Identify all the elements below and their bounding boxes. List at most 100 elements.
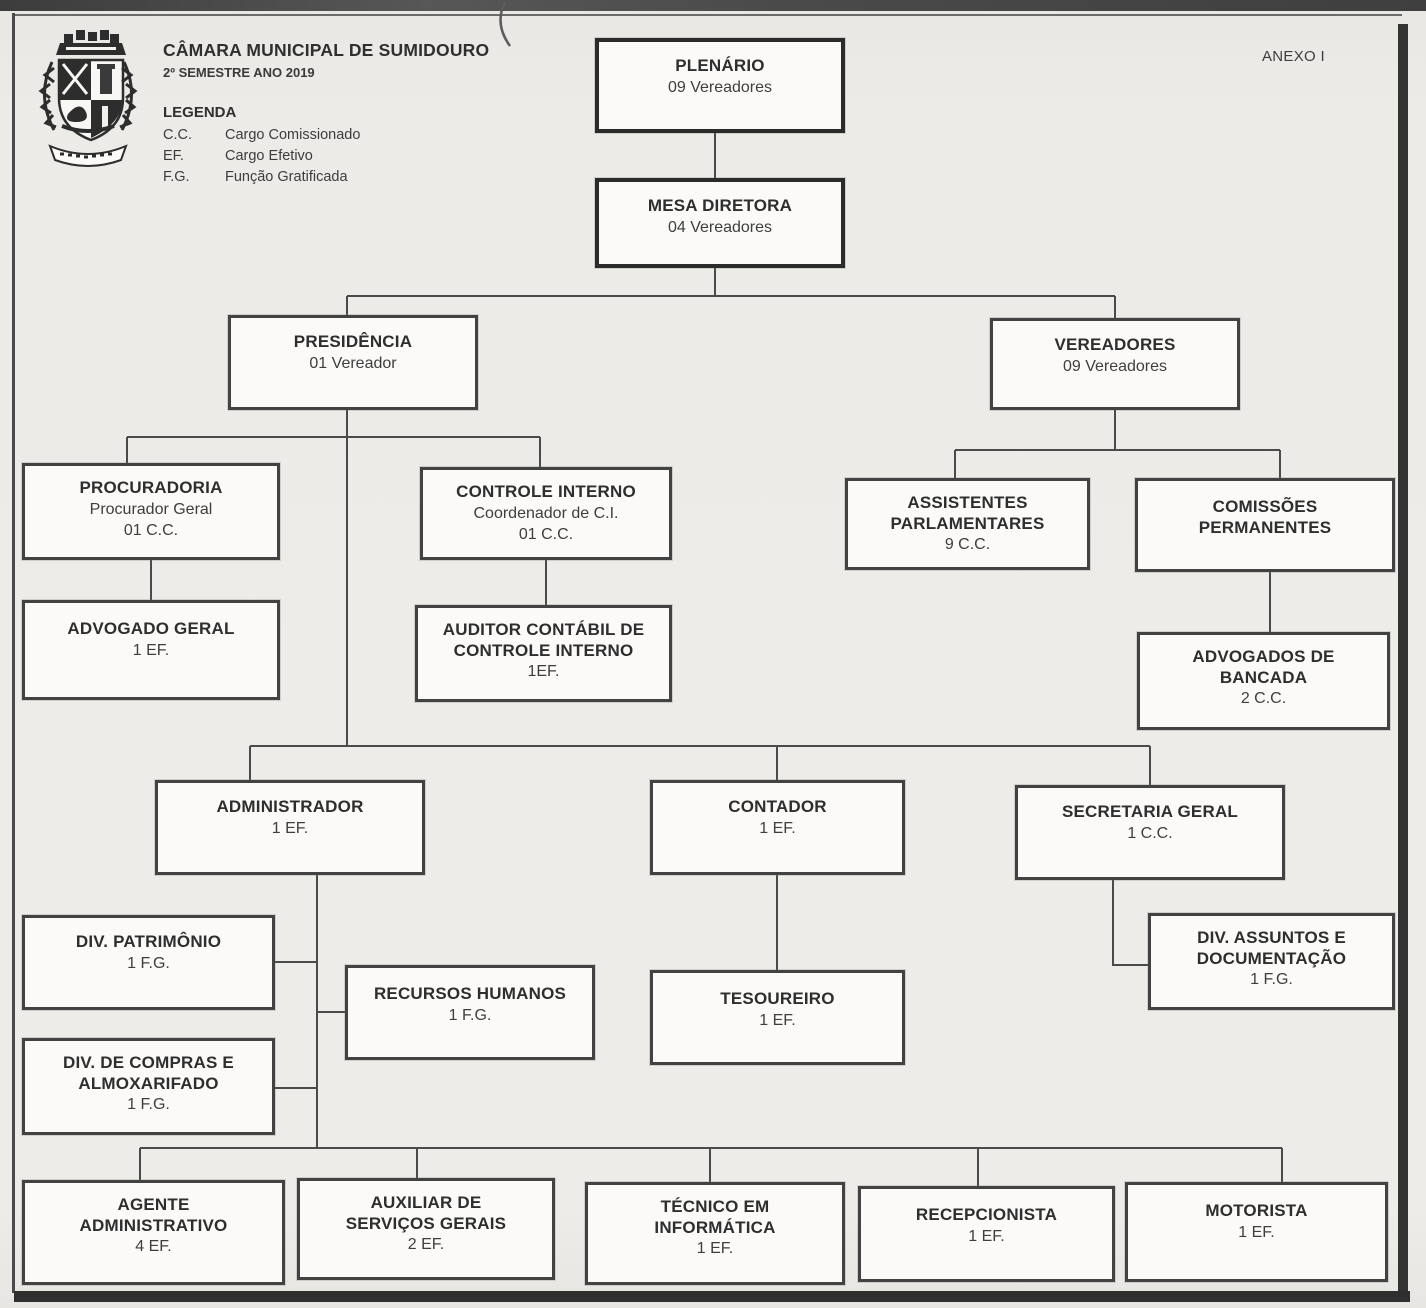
- shield: [57, 58, 125, 142]
- org-node-assistentes-parlamentares: ASSISTENTES PARLAMENTARES 9 C.C.: [845, 478, 1090, 570]
- node-count: 1 C.C.: [1127, 824, 1173, 842]
- node-title: CONTROLE INTERNO: [456, 482, 636, 501]
- node-count: 01 C.C.: [518, 525, 574, 543]
- legend-title: LEGENDA: [163, 104, 237, 121]
- org-node-motorista: MOTORISTA 1 EF.: [1125, 1182, 1388, 1282]
- legend-row: C.C. Cargo Comissionado: [163, 125, 489, 146]
- node-title: MOTORISTA: [1205, 1201, 1308, 1220]
- page-header: CÂMARA MUNICIPAL DE SUMIDOURO 2º SEMESTR…: [163, 40, 489, 188]
- node-title: VEREADORES: [1054, 335, 1176, 354]
- connector-vereadores-split: [954, 410, 1281, 478]
- org-node-plenario: PLENÁRIO 09 Vereadores: [595, 38, 845, 133]
- legend-label: Cargo Efetivo: [225, 148, 313, 165]
- org-node-controle-interno: CONTROLE INTERNO Coordenador de C.I. 01 …: [420, 467, 672, 560]
- node-title: DIV. PATRIMÔNIO: [75, 932, 222, 951]
- node-title: DIV. DE COMPRAS E ALMOXARIFADO: [63, 1053, 234, 1093]
- node-subtitle: Procurador Geral: [89, 500, 213, 518]
- org-node-recepcionista: RECEPCIONISTA 1 EF.: [858, 1186, 1115, 1282]
- node-count: 1 F.G.: [127, 954, 170, 972]
- node-count: 1 EF.: [759, 1011, 796, 1029]
- org-node-advogados-bancada: ADVOGADOS DE BANCADA 2 C.C.: [1137, 632, 1390, 730]
- legend-label: Cargo Comissionado: [225, 127, 361, 143]
- node-count: 1 EF.: [696, 1240, 734, 1258]
- node-title: DIV. ASSUNTOS E DOCUMENTAÇÃO: [1196, 928, 1347, 968]
- org-node-div-patrimonio: DIV. PATRIMÔNIO 1 F.G.: [22, 915, 275, 1010]
- page-border-top: [12, 14, 1402, 16]
- page-border-left: [12, 13, 15, 1293]
- node-title: ADMINISTRADOR: [216, 797, 364, 816]
- org-node-auditor-contabil: AUDITOR CONTÁBIL DE CONTROLE INTERNO 1EF…: [415, 605, 672, 702]
- coat-of-arms-graphic: [38, 30, 138, 167]
- node-title: RECURSOS HUMANOS: [373, 984, 567, 1003]
- node-title: AGENTE ADMINISTRATIVO: [79, 1195, 228, 1235]
- node-title: TÉCNICO EM INFORMÁTICA: [654, 1197, 776, 1237]
- org-node-recursos-humanos: RECURSOS HUMANOS 1 F.G.: [345, 965, 595, 1060]
- node-title: SECRETARIA GERAL: [1061, 802, 1239, 821]
- node-count: 1EF.: [527, 663, 560, 681]
- page-border-right: [1398, 24, 1408, 1296]
- node-title: MESA DIRETORA: [647, 196, 793, 215]
- org-node-auxiliar-servicos: AUXILIAR DE SERVIÇOS GERAIS 2 EF.: [297, 1178, 555, 1280]
- sumidouro-coat-of-arms: [26, 22, 150, 178]
- legend-abbr: C.C.: [163, 127, 192, 143]
- node-title: ADVOGADOS DE BANCADA: [1192, 647, 1335, 687]
- org-node-procuradoria: PROCURADORIA Procurador Geral 01 C.C.: [22, 463, 280, 560]
- node-count: 1 F.G.: [1250, 971, 1293, 989]
- scan-edge-top: [0, 0, 1426, 11]
- node-count: 1 F.G.: [127, 1096, 170, 1114]
- node-count: 2 EF.: [407, 1236, 445, 1254]
- node-subtitle: 09 Vereadores: [1062, 357, 1168, 375]
- node-title: PRESIDÊNCIA: [293, 332, 413, 351]
- node-subtitle: Coordenador de C.I.: [473, 504, 619, 522]
- node-title: ASSISTENTES PARLAMENTARES: [890, 493, 1045, 533]
- org-node-tesoureiro: TESOUREIRO 1 EF.: [650, 970, 905, 1065]
- laurel-branches: [38, 61, 138, 131]
- node-count: 9 C.C.: [944, 536, 991, 554]
- legend-row: F.G. Função Gratificada: [163, 167, 489, 188]
- node-count: 1 F.G.: [448, 1006, 492, 1024]
- org-node-mesa-diretora: MESA DIRETORA 04 Vereadores: [595, 178, 845, 268]
- org-node-div-compras: DIV. DE COMPRAS E ALMOXARIFADO 1 F.G.: [22, 1038, 275, 1135]
- connector-secretaria-assuntos: [1112, 880, 1148, 966]
- org-node-contador: CONTADOR 1 EF.: [650, 780, 905, 875]
- node-subtitle: 09 Vereadores: [667, 78, 773, 96]
- node-count: 2 C.C.: [1240, 690, 1287, 708]
- legend: LEGENDA C.C. Cargo Comissionado EF. Carg…: [163, 104, 489, 188]
- node-count: 1 EF.: [968, 1227, 1005, 1245]
- mural-crown: [56, 30, 126, 55]
- node-title: AUDITOR CONTÁBIL DE CONTROLE INTERNO: [442, 620, 645, 660]
- org-node-presidencia: PRESIDÊNCIA 01 Vereador: [228, 315, 478, 410]
- org-subtitle: 2º SEMESTRE ANO 2019: [163, 65, 315, 80]
- page-border-bottom: [14, 1291, 1410, 1302]
- node-subtitle: 01 Vereador: [309, 354, 397, 372]
- node-subtitle: 04 Vereadores: [667, 218, 773, 236]
- org-node-secretaria-geral: SECRETARIA GERAL 1 C.C.: [1015, 785, 1285, 880]
- org-node-comissoes-permanentes: COMISSÕES PERMANENTES: [1135, 478, 1395, 572]
- node-title: TESOUREIRO: [720, 989, 835, 1008]
- node-title: RECEPCIONISTA: [915, 1205, 1058, 1224]
- org-node-vereadores: VEREADORES 09 Vereadores: [990, 318, 1240, 410]
- node-count: 4 EF.: [135, 1238, 172, 1256]
- node-title: ADVOGADO GERAL: [67, 619, 235, 638]
- legend-abbr: F.G.: [163, 169, 190, 186]
- node-count: 1 EF.: [271, 819, 309, 837]
- legend-abbr: EF.: [163, 148, 184, 165]
- ribbon: [48, 144, 128, 167]
- node-title: COMISSÕES PERMANENTES: [1198, 497, 1332, 537]
- annex-label: ANEXO I: [1262, 48, 1325, 65]
- node-count: 01 C.C.: [123, 521, 179, 539]
- node-count: 1 EF.: [1238, 1223, 1275, 1241]
- legend-row: EF. Cargo Efetivo: [163, 146, 489, 167]
- node-count: 1 EF.: [759, 819, 796, 837]
- connector-mesa-split: [346, 268, 1116, 318]
- node-title: PROCURADORIA: [79, 478, 223, 497]
- org-node-administrador: ADMINISTRADOR 1 EF.: [155, 780, 425, 875]
- node-title: CONTADOR: [728, 797, 827, 816]
- node-title: PLENÁRIO: [675, 56, 765, 75]
- org-node-tecnico-informatica: TÉCNICO EM INFORMÁTICA 1 EF.: [585, 1182, 845, 1285]
- org-node-div-assuntos: DIV. ASSUNTOS E DOCUMENTAÇÃO 1 F.G.: [1148, 913, 1395, 1010]
- org-title: CÂMARA MUNICIPAL DE SUMIDOURO: [163, 40, 490, 60]
- legend-label: Função Gratificada: [225, 169, 348, 186]
- node-title: AUXILIAR DE SERVIÇOS GERAIS: [345, 1193, 507, 1233]
